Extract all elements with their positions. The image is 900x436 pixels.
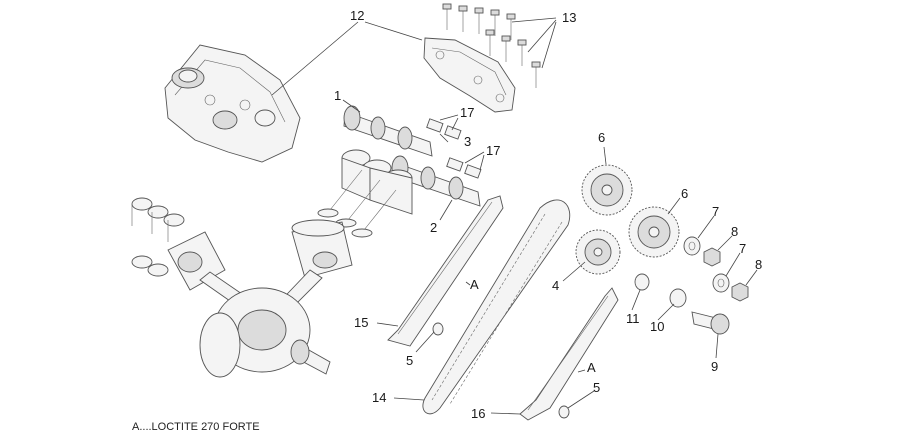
callout-16: 16 <box>471 406 485 421</box>
legend-footnote: A....LOCTITE 270 FORTE <box>132 421 260 433</box>
rear-valve-springs-part <box>131 197 185 277</box>
callout-12: 12 <box>350 8 364 23</box>
callout-5-upper: 5 <box>406 353 413 368</box>
o-ring-part <box>634 273 650 291</box>
washer-part <box>683 236 730 293</box>
callout-11: 11 <box>626 311 640 326</box>
nut-part <box>703 247 749 302</box>
callout-labels: 12 13 1 17 3 17 2 6 6 7 8 7 8 A 4 11 10 … <box>334 8 762 421</box>
chain-tensioner-slider-part <box>387 195 504 347</box>
callout-10: 10 <box>650 319 664 334</box>
callout-7-lower: 7 <box>739 241 746 256</box>
chain-guide-part <box>519 287 619 421</box>
callout-7-upper: 7 <box>712 204 719 219</box>
spacer-part <box>669 288 687 308</box>
crankshaft-part <box>199 287 331 378</box>
callout-a-upper: A <box>470 277 479 292</box>
idler-gear-part <box>575 229 621 275</box>
cam-gear-upper-part <box>581 164 633 216</box>
callout-2: 2 <box>430 220 437 235</box>
callout-5-lower: 5 <box>593 380 600 395</box>
callout-17-upper: 17 <box>460 105 474 120</box>
callout-a-lower: A <box>587 360 596 375</box>
cam-cover-part <box>423 37 516 113</box>
callout-8-upper: 8 <box>731 224 738 239</box>
callout-17-lower: 17 <box>486 143 500 158</box>
callout-15: 15 <box>354 315 368 330</box>
callout-9: 9 <box>711 359 718 374</box>
camshaft-caps-part <box>426 118 482 179</box>
timing-chain-part <box>422 199 571 415</box>
callout-3: 3 <box>464 134 471 149</box>
cover-bolts-part <box>442 3 541 88</box>
valve-assembly-part <box>317 149 413 238</box>
callout-6-lower: 6 <box>681 186 688 201</box>
slider-bush-part <box>432 322 570 419</box>
callout-8-lower: 8 <box>755 257 762 272</box>
gear-pin-part <box>691 311 730 335</box>
callout-13: 13 <box>562 10 576 25</box>
callout-1: 1 <box>334 88 341 103</box>
callout-14: 14 <box>372 390 386 405</box>
cylinder-head-part <box>164 44 301 163</box>
front-piston-part <box>291 219 353 279</box>
cam-gear-lower-part <box>628 206 680 258</box>
callout-6-upper: 6 <box>598 130 605 145</box>
intake-camshaft-part <box>343 105 433 157</box>
callout-4: 4 <box>552 278 559 293</box>
leader-lines <box>271 17 758 415</box>
